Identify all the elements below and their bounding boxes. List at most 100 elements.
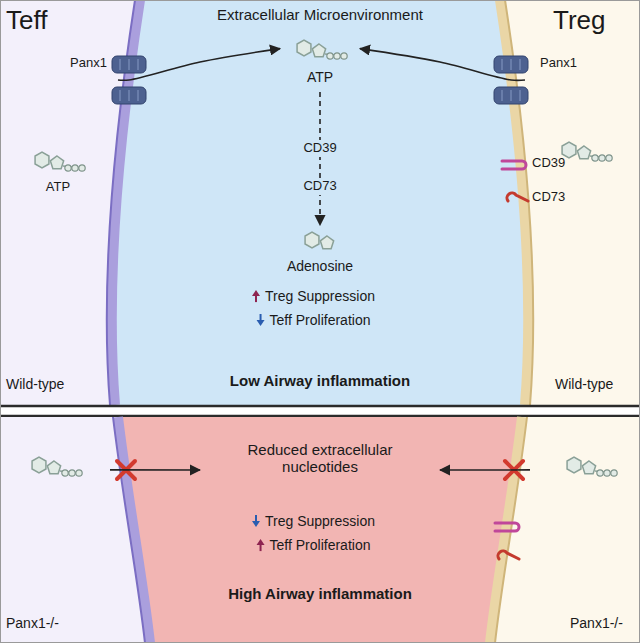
arrow-head	[252, 290, 260, 296]
release-arrow	[360, 49, 525, 81]
phosphate	[611, 470, 617, 476]
channel-subunit	[128, 59, 129, 70]
cell-region: ATP Adenosine Extracellular Microenvironme…	[170, 0, 470, 400]
cd73-icon	[498, 551, 519, 559]
phosphate	[341, 53, 347, 59]
arrow-head	[257, 539, 265, 545]
release-arrow	[440, 469, 530, 471]
illustration-icons	[32, 40, 617, 559]
node-text: High Airway inflammation	[228, 585, 412, 602]
channel-subunit	[510, 59, 511, 70]
phosphate	[79, 165, 85, 171]
phosphate	[76, 470, 82, 476]
molecule-icon	[567, 457, 617, 476]
extracellular-space	[0, 0, 640, 405]
arrow-head	[252, 521, 260, 527]
cd39-icon	[502, 161, 526, 169]
channel-subunit	[510, 90, 511, 101]
node-text: Wild-type	[555, 376, 613, 392]
node-text: Panx1-/-	[6, 615, 59, 631]
teff-cell-ko	[0, 417, 150, 643]
ring	[320, 236, 333, 249]
node-text: Adenosine	[287, 258, 353, 274]
molecule-icon	[35, 152, 85, 171]
phosphate	[327, 53, 333, 59]
phosphate	[69, 470, 75, 476]
channel-subunit	[119, 90, 120, 101]
ring	[47, 461, 60, 474]
molecule-icon	[305, 232, 334, 249]
teff-membrane-edge	[113, 417, 145, 643]
teff-membrane-ko	[118, 417, 150, 643]
cd39-icon	[495, 523, 519, 531]
node-text: Wild-type	[6, 376, 64, 392]
node-text: Teff Proliferation	[270, 312, 371, 328]
phosphate	[599, 155, 605, 161]
cd73-icon	[507, 193, 528, 201]
molecule-icon	[297, 40, 347, 59]
treg-membrane-edge	[495, 417, 527, 643]
enzyme-label: CD73	[532, 190, 565, 205]
channel-subunit	[519, 90, 520, 101]
decrease-arrow	[257, 314, 265, 326]
channel-subunit	[501, 90, 502, 101]
channel-subunit	[137, 59, 138, 70]
panel-separator	[0, 405, 640, 417]
channel-half	[112, 56, 146, 73]
ring	[32, 457, 46, 473]
channel-subunit	[501, 59, 502, 70]
separator-line	[0, 405, 640, 408]
cell-region: Adenosine	[270, 225, 370, 283]
channel-subunit	[128, 90, 129, 101]
extracellular-space-ko	[0, 417, 640, 643]
node-text: ATP	[46, 180, 70, 195]
decrease-arrow	[252, 515, 260, 527]
phosphate	[592, 155, 598, 161]
ring	[297, 40, 311, 56]
enzyme-label: CD39	[299, 140, 340, 157]
treg-membrane-ko	[490, 417, 522, 643]
enzyme-label: CD73	[299, 178, 340, 195]
phosphate	[334, 53, 340, 59]
cell-region: ATP	[280, 30, 360, 92]
ring	[577, 146, 590, 159]
channel-label: Panx1	[540, 56, 577, 71]
node-text: Treg Suppression	[265, 288, 375, 304]
ring	[35, 152, 49, 168]
node-text: Extracellular Microenvironment	[217, 6, 423, 23]
phosphate	[606, 155, 612, 161]
treg-cell-ko	[490, 417, 640, 643]
node-text: Low Airway inflammation	[230, 372, 410, 389]
conversion-arrow	[319, 92, 321, 225]
separator-line	[0, 415, 640, 418]
channel-half	[494, 87, 528, 104]
phosphate	[72, 165, 78, 171]
arrow-head	[257, 320, 265, 326]
ring	[567, 457, 581, 473]
node-text: Teff	[6, 6, 47, 36]
release-arrow	[118, 49, 280, 81]
channel-half	[112, 87, 146, 104]
node-text: Reduced extracellular nucleotides	[230, 441, 410, 476]
node-text: ATP	[307, 69, 333, 85]
ring	[305, 232, 319, 248]
increase-arrow	[257, 539, 265, 551]
phosphate	[62, 470, 68, 476]
ring	[50, 156, 63, 169]
molecule-icon	[562, 142, 612, 161]
node-text: Teff Proliferation	[270, 537, 371, 553]
phosphate	[597, 470, 603, 476]
node-text: Panx1-/-	[570, 615, 623, 631]
enzyme-label: CD39	[532, 156, 565, 171]
phosphate	[604, 470, 610, 476]
channel-half	[494, 56, 528, 73]
node-text: Treg Suppression	[265, 513, 375, 529]
cell-region: Reduced extracellular nucleotidesTreg Su…	[200, 425, 440, 625]
cell-region: Panx1-/-	[0, 425, 110, 643]
node-text: Treg	[553, 6, 606, 36]
cell-region: Panx1-/-	[530, 425, 640, 643]
molecule-icon	[32, 457, 82, 476]
